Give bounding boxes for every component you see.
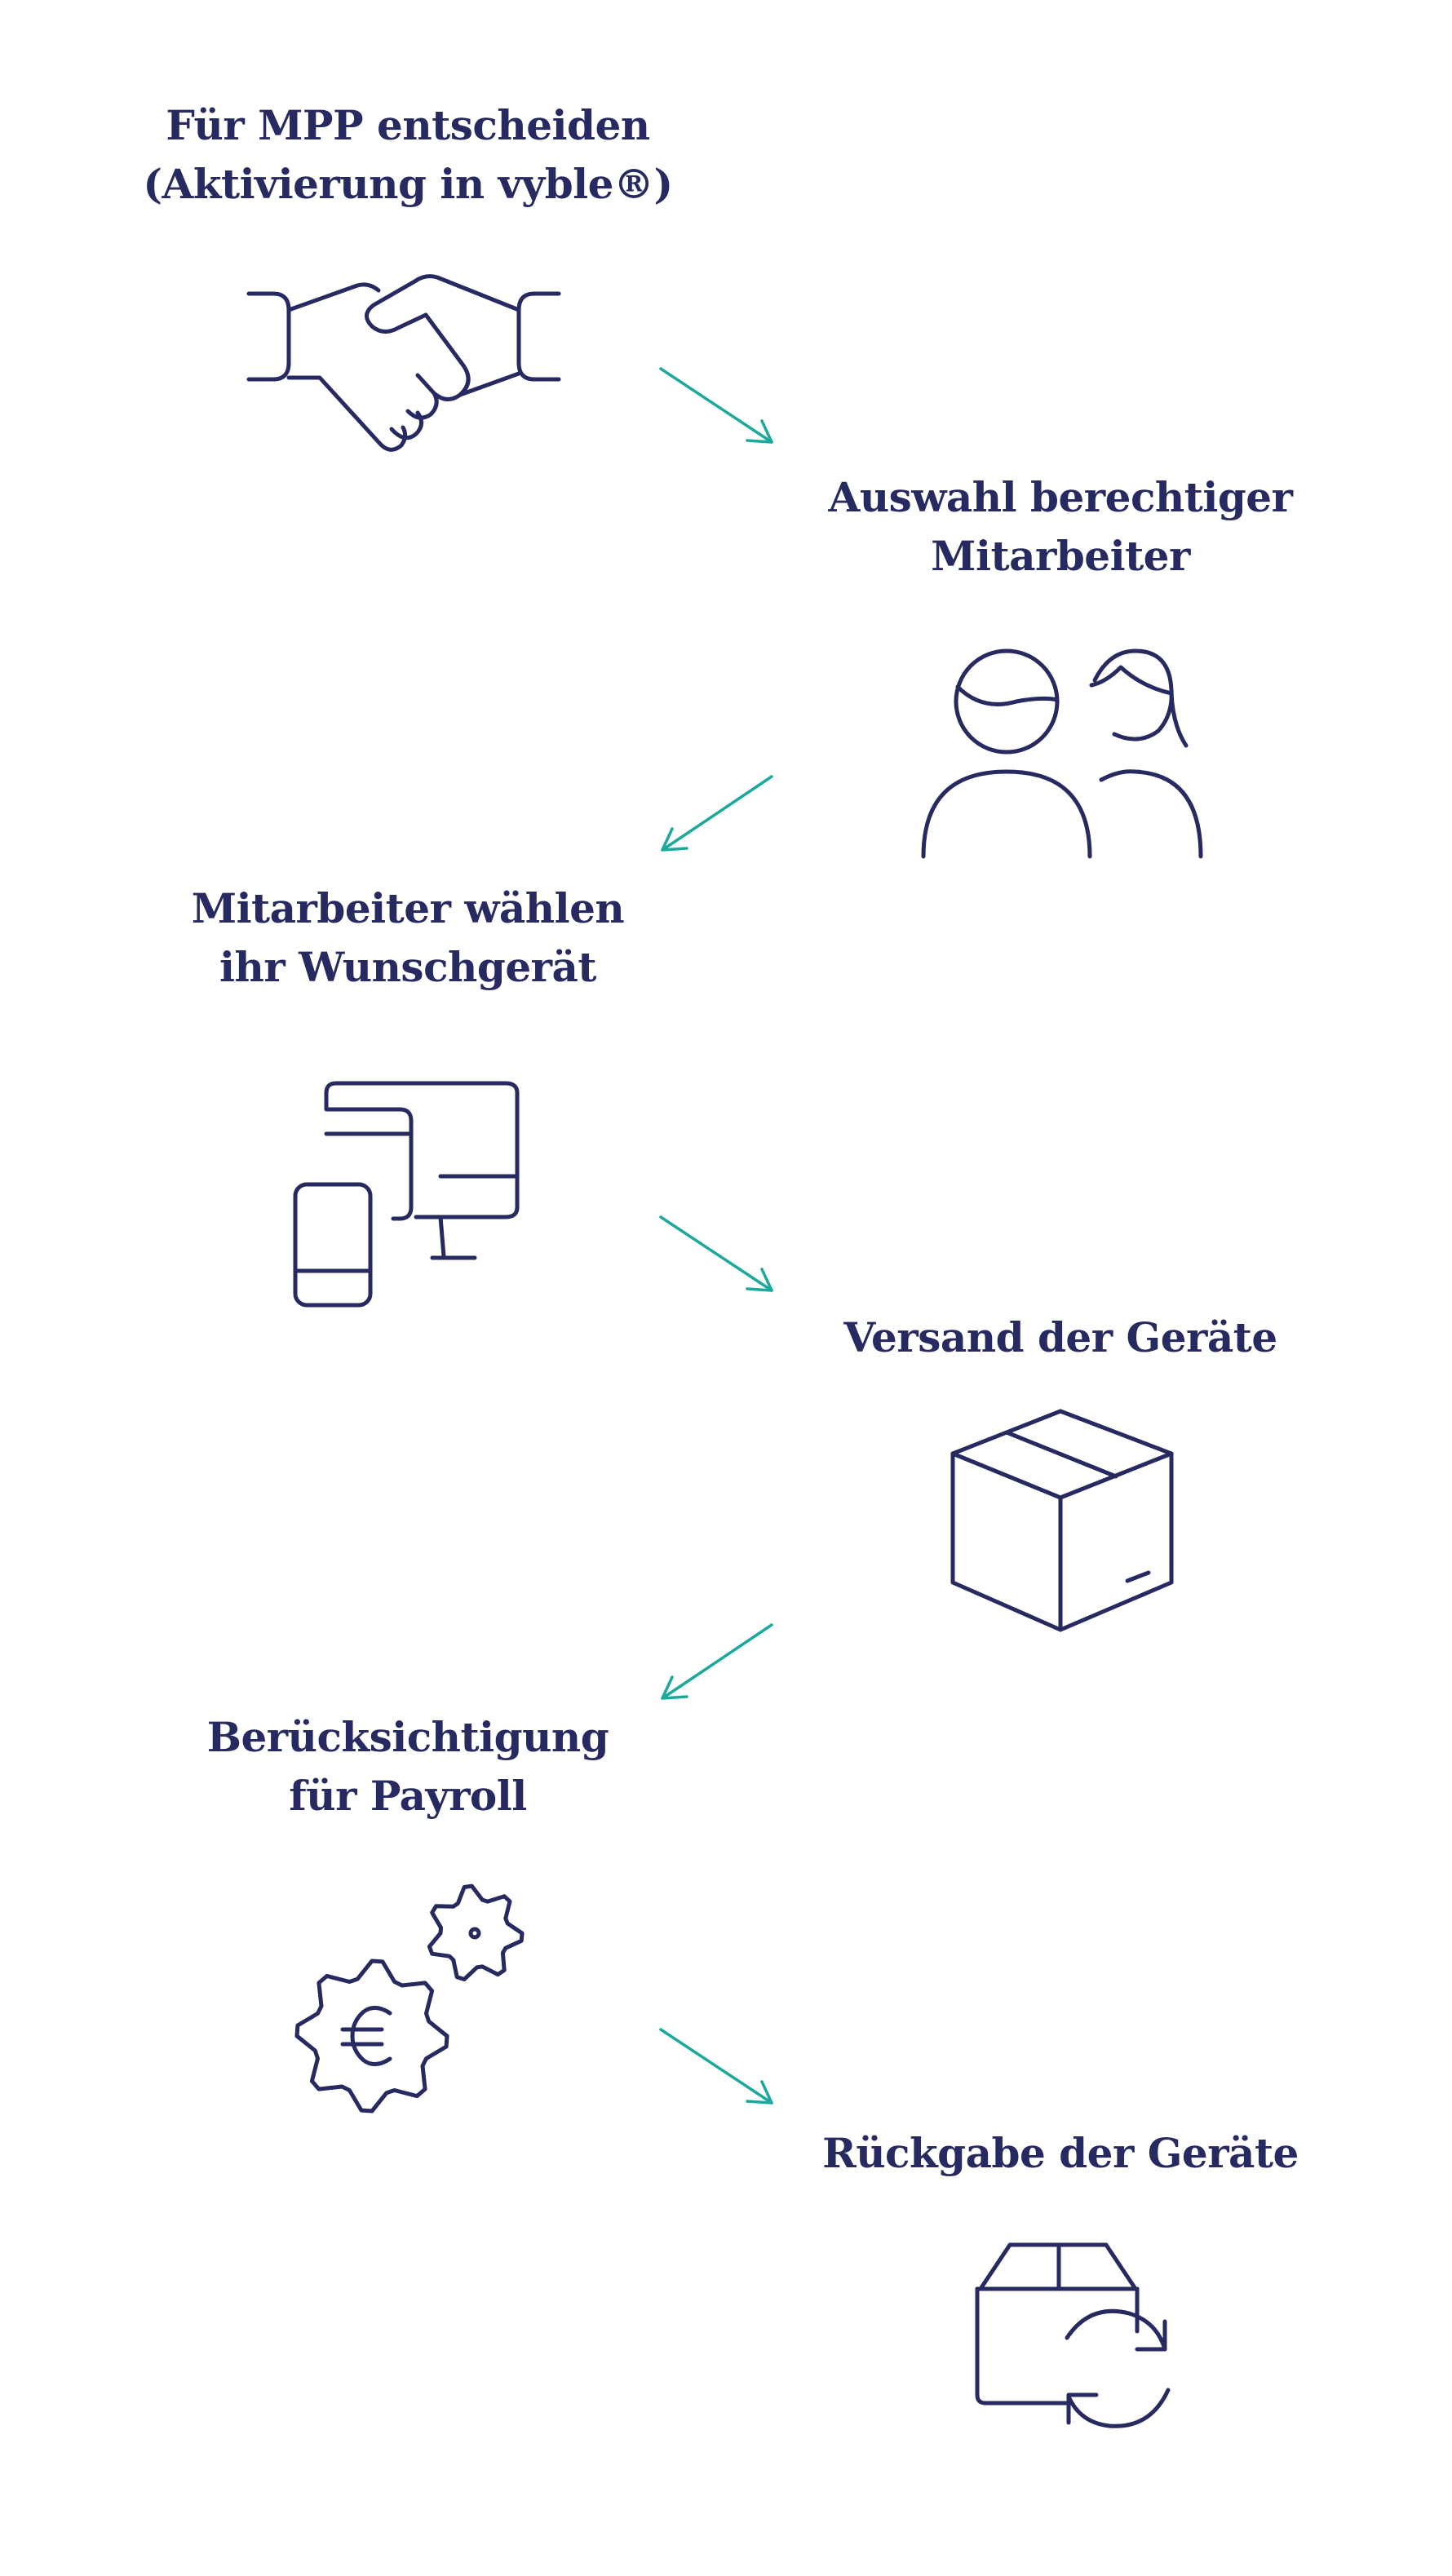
step-4-title-line1: Versand der Geräte (843, 1313, 1277, 1361)
step-5-title: Berücksichtigung für Payroll (114, 1708, 702, 1826)
box-return-icon-lines (975, 2242, 1171, 2428)
connector-arrow-3-stroke (659, 1215, 773, 1292)
connector-arrow-4-stroke (661, 1623, 773, 1700)
step-2-title-line1: Auswahl berechtiger (828, 473, 1293, 521)
large-gear-outline (294, 1959, 449, 2113)
payroll-gears-icon-lines (294, 1883, 525, 2113)
connector-arrow-5 (659, 2028, 773, 2105)
step-5-title-line1: Berücksichtigung (206, 1713, 609, 1761)
connector-arrow-1-stroke (659, 367, 773, 444)
people-icon-lines (921, 648, 1203, 859)
box-icon-lines (950, 1409, 1174, 1632)
box-return-icon (975, 2242, 1171, 2428)
connector-arrow-2 (661, 775, 773, 852)
connector-arrow-5-stroke (659, 2028, 773, 2105)
connector-arrow-4 (661, 1623, 773, 1700)
step-1-title-line1: Für MPP entscheiden (166, 101, 650, 149)
step-3-title-line2: ihr Wunschgerät (219, 943, 596, 991)
step-6-title-line1: Rückgabe der Geräte (822, 2129, 1299, 2177)
handshake-icon-lines (246, 274, 561, 452)
connector-arrow-1 (659, 367, 773, 444)
box-icon (950, 1409, 1174, 1632)
step-1-title: Für MPP entscheiden (Aktivierung in vybl… (114, 96, 702, 214)
step-4-title: Versand der Geräte (767, 1308, 1354, 1367)
step-2-title-line2: Mitarbeiter (931, 532, 1190, 580)
small-gear-outline (427, 1883, 525, 1981)
small-gear-hub (468, 1927, 481, 1940)
connector-arrow-3 (659, 1215, 773, 1292)
people-icon (921, 648, 1203, 859)
step-1-title-line2: (Aktivierung in vyble®) (143, 160, 673, 208)
step-2-title: Auswahl berechtiger Mitarbeiter (767, 468, 1354, 586)
step-3-title-line1: Mitarbeiter wählen (191, 884, 625, 932)
handshake-icon (246, 274, 561, 452)
step-6-title: Rückgabe der Geräte (767, 2124, 1354, 2183)
connector-arrow-2-stroke (661, 775, 773, 852)
step-3-title: Mitarbeiter wählen ihr Wunschgerät (114, 879, 702, 997)
devices-icon-lines (293, 1081, 520, 1308)
step-5-title-line2: für Payroll (289, 1772, 527, 1820)
devices-icon (293, 1081, 520, 1308)
euro-symbol (350, 2006, 392, 2066)
payroll-gears-icon (294, 1883, 525, 2113)
